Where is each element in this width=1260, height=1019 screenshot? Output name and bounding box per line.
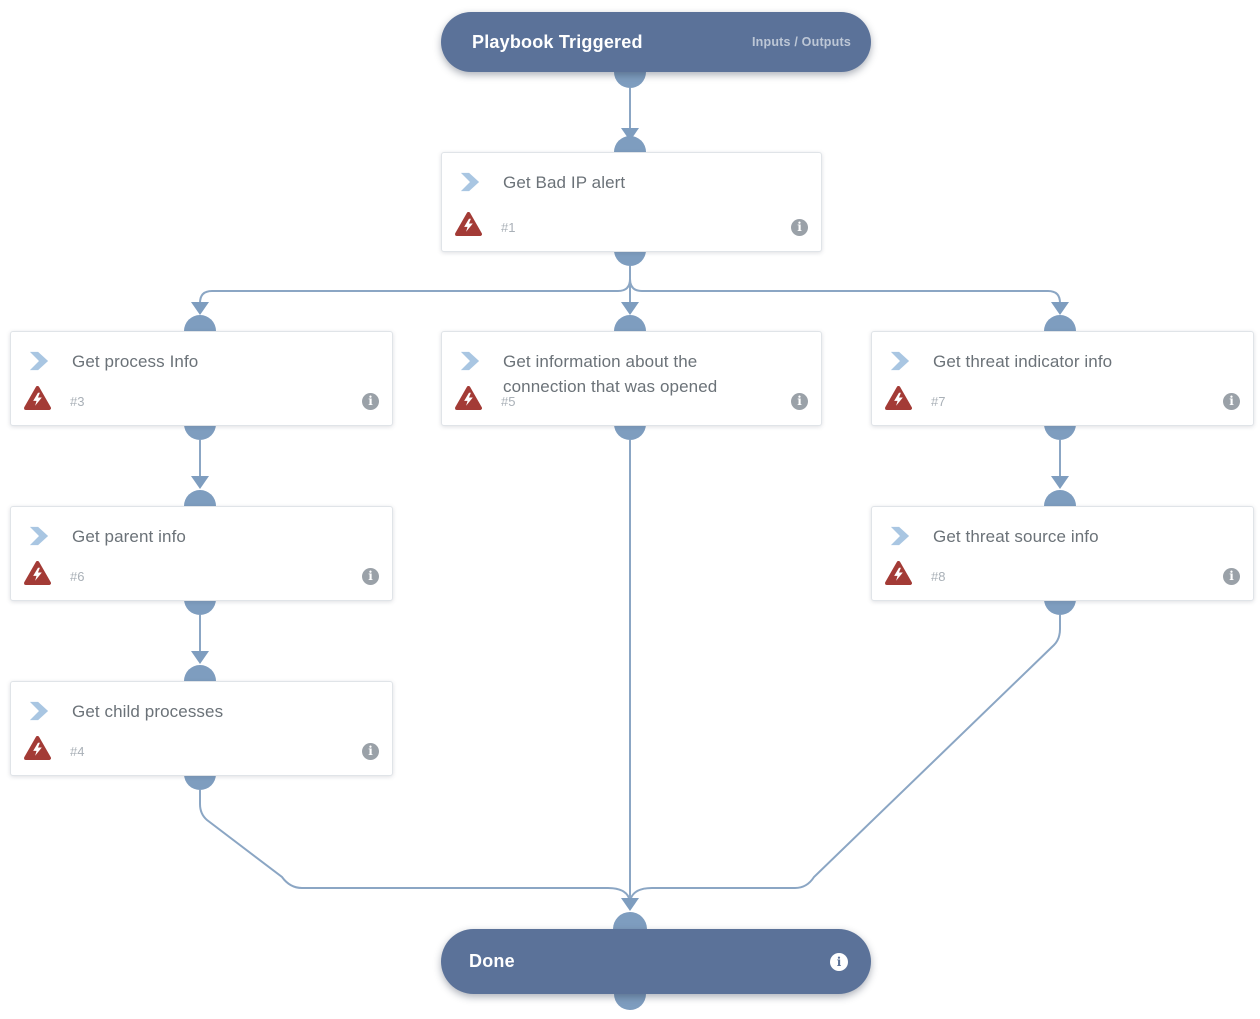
error-warning-triangle-icon	[24, 736, 51, 766]
task-id: #5	[501, 393, 516, 409]
info-icon[interactable]: i	[362, 392, 379, 410]
info-icon[interactable]: i	[362, 742, 379, 760]
task-title: Get parent info	[72, 527, 186, 546]
task-title: Get process Info	[72, 352, 199, 371]
task-node-get-child-processes[interactable]: Get child processes #4 i	[10, 681, 393, 776]
info-icon[interactable]: i	[1223, 567, 1240, 585]
chevron-right-icon	[459, 172, 481, 197]
task-node-get-process-info[interactable]: Get process Info #3 i	[10, 331, 393, 426]
task-title: Get child processes	[72, 702, 224, 721]
chevron-right-icon	[889, 526, 911, 551]
task-node-get-bad-ip-alert[interactable]: Get Bad IP alert #1 i	[441, 152, 822, 252]
task-id: #4	[70, 743, 85, 759]
chevron-right-icon	[459, 351, 481, 376]
inputs-outputs-link[interactable]: Inputs / Outputs	[751, 35, 851, 49]
task-title: Get Bad IP alert	[503, 173, 626, 192]
chevron-right-icon	[889, 351, 911, 376]
end-node-done[interactable]: Done i	[441, 929, 871, 994]
task-node-get-parent-info[interactable]: Get parent info #6 i	[10, 506, 393, 601]
chevron-right-icon	[28, 701, 50, 726]
task-node-get-connection-information[interactable]: Get information about the connection tha…	[441, 331, 822, 426]
chevron-right-icon	[28, 351, 50, 376]
trigger-node[interactable]: Playbook Triggered Inputs / Outputs	[441, 12, 871, 72]
task-node-get-threat-source-info[interactable]: Get threat source info #8 i	[871, 506, 1254, 601]
info-icon[interactable]: i	[791, 392, 808, 410]
info-icon[interactable]: i	[791, 218, 808, 236]
chevron-right-icon	[28, 526, 50, 551]
task-id: #6	[70, 568, 85, 584]
task-title: Get threat indicator info	[933, 352, 1113, 371]
error-warning-triangle-icon	[885, 561, 912, 591]
info-icon[interactable]: i	[362, 567, 379, 585]
trigger-title: Playbook Triggered	[472, 31, 643, 52]
info-icon[interactable]: i	[1223, 392, 1240, 410]
task-title: Get information about the connection tha…	[503, 352, 718, 396]
info-icon[interactable]: i	[830, 952, 848, 971]
task-id: #8	[931, 568, 946, 584]
error-warning-triangle-icon	[24, 561, 51, 591]
task-id: #7	[931, 393, 946, 409]
task-id: #3	[70, 393, 85, 409]
error-warning-triangle-icon	[455, 212, 482, 242]
task-id: #1	[501, 219, 516, 235]
error-warning-triangle-icon	[885, 386, 912, 416]
task-node-get-threat-indicator-info[interactable]: Get threat indicator info #7 i	[871, 331, 1254, 426]
end-node-title: Done	[469, 951, 515, 971]
arrowheads	[191, 128, 1069, 911]
error-warning-triangle-icon	[24, 386, 51, 416]
task-title: Get threat source info	[933, 527, 1099, 546]
error-warning-triangle-icon	[455, 386, 482, 416]
